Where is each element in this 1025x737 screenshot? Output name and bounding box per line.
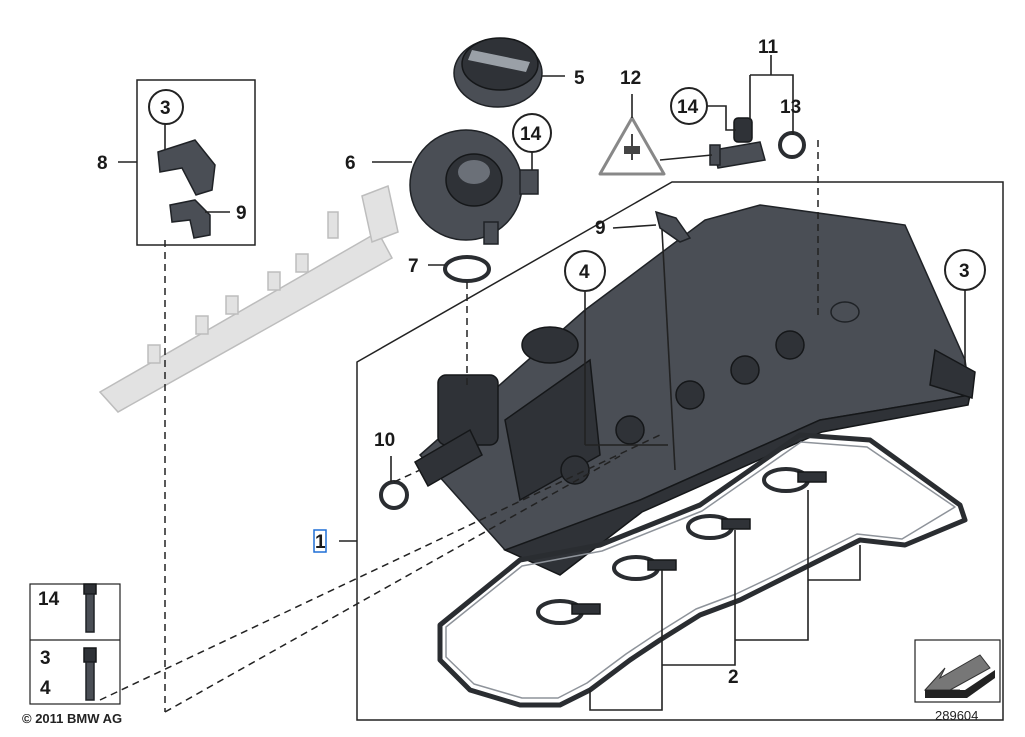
legend-3: 3 [40,648,51,669]
label-14a[interactable]: 14 [520,124,542,145]
selected-part-highlight[interactable] [313,529,327,553]
label-4[interactable]: 4 [579,262,590,283]
label-9b[interactable]: 9 [595,218,606,239]
label-3b[interactable]: 3 [959,261,970,282]
label-5[interactable]: 5 [574,68,585,89]
label-14b[interactable]: 14 [677,97,699,118]
label-13[interactable]: 13 [780,97,801,118]
cylinder-head-cover [413,204,976,576]
o-ring-7 [443,255,491,283]
callout-circle-3b [944,249,986,291]
o-ring-13 [778,131,806,159]
orientation-arrow-icon [914,639,1001,703]
label-9a[interactable]: 9 [236,203,247,224]
leader-lines [118,55,966,711]
copyright-text: © 2011 BMW AG [22,711,122,726]
callout-circle-3a [148,89,184,125]
label-3a[interactable]: 3 [160,98,171,119]
label-10[interactable]: 10 [374,430,395,451]
callout-circle-14a [512,113,552,153]
label-1[interactable]: 1 [315,532,326,553]
label-11[interactable]: 11 [758,37,779,58]
assembly-frame [356,181,1004,721]
clamp-parts [157,139,692,243]
label-6[interactable]: 6 [345,153,356,174]
dashed-guides [99,140,819,713]
fuel-rail-ghost [98,184,399,413]
o-ring-10 [379,480,409,510]
gasket-set [437,432,968,708]
fastener-legend [29,583,121,705]
sensor-assembly [709,117,766,169]
label-8[interactable]: 8 [97,153,108,174]
legend-14: 14 [38,589,60,610]
callout-circle-4 [564,250,606,292]
legend-4: 4 [40,678,51,699]
oil-filler-neck [409,129,539,245]
label-7[interactable]: 7 [408,256,419,277]
callout-circle-14b [670,87,708,125]
warning-triangle-icon [598,116,666,176]
label-2[interactable]: 2 [728,667,739,688]
diagram-id: 289604 [935,708,978,723]
oil-filler-cap [453,37,543,108]
label-12[interactable]: 12 [620,68,641,89]
